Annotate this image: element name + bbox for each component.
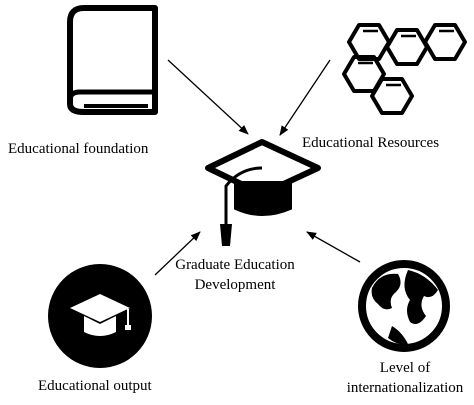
arrow-foundation-to-center (167, 59, 249, 135)
book-icon (67, 5, 158, 115)
graduation-cap-circle-icon (48, 264, 152, 368)
hexagon-inner-lines (358, 29, 454, 87)
arrow-internationalization-to-center (306, 231, 361, 263)
node-label-internationalization-line2: internationalization (346, 380, 464, 396)
node-label-resources: Educational Resources (302, 135, 440, 151)
globe-icon (358, 260, 450, 352)
arrow-output-to-center (154, 231, 201, 276)
center-label-line1: Graduate Education (175, 257, 295, 273)
node-label-internationalization: Level of internationalization (336, 358, 474, 398)
graduation-cap-icon (205, 139, 321, 246)
node-label-output: Educational output (38, 378, 152, 394)
center-label-line2: Development (194, 277, 276, 293)
arrow-resources-to-center (279, 59, 331, 136)
node-label-foundation: Educational foundation (8, 141, 149, 157)
center-label: Graduate Education Development (160, 255, 310, 295)
node-label-internationalization-line1: Level of (379, 360, 431, 376)
hexagon-cluster-icon (342, 23, 467, 115)
